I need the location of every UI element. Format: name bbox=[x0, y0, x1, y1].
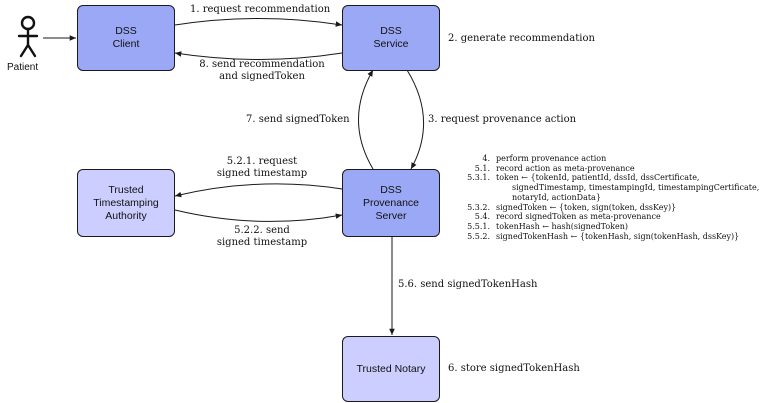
label-line: and signedToken bbox=[219, 71, 305, 82]
node-label-line: DSS bbox=[115, 25, 137, 37]
label-request-signed-timestamp: 5.2.1. request signed timestamp bbox=[204, 156, 320, 180]
node-label-line: Server bbox=[375, 209, 407, 222]
label-line: signed timestamp bbox=[216, 237, 308, 248]
edge-send-recommendation bbox=[174, 51, 343, 60]
label-line: 5.2.2. send bbox=[234, 225, 290, 236]
label-line: 8. send recommendation bbox=[199, 59, 325, 70]
label-request-recommendation: 1. request recommendation bbox=[190, 4, 331, 15]
step-item: 5.5.2.signedTokenHash ← {tokenHash, sign… bbox=[467, 231, 740, 241]
step-item: 5.1.record action as meta-provenance bbox=[474, 163, 635, 173]
step-item: 5.4.record signedToken as meta-provenanc… bbox=[474, 212, 661, 222]
edge-send-signed-token bbox=[358, 69, 374, 170]
dss-provenance-server-node[interactable]: DSS Provenance Server bbox=[342, 169, 440, 237]
patient-label: Patient bbox=[7, 62, 39, 73]
edge-request-recommendation bbox=[174, 18, 343, 27]
edge-request-provenance-action bbox=[406, 69, 425, 170]
edge-send-signed-timestamp bbox=[174, 209, 343, 222]
label-line: signed timestamp bbox=[216, 168, 308, 179]
dss-client-node[interactable]: DSS Client bbox=[77, 5, 175, 71]
node-label-line: Trusted Notary bbox=[356, 362, 426, 375]
label-send-signed-token: 7. send signedToken bbox=[246, 114, 350, 125]
label-line: 5.2.1. request bbox=[226, 156, 298, 167]
patient-icon bbox=[17, 15, 39, 58]
node-label-line: DSS bbox=[380, 25, 402, 37]
label-request-provenance-action: 3. request provenance action bbox=[428, 114, 577, 125]
step-item: 5.5.1.tokenHash ← hash(signedToken) bbox=[467, 221, 629, 231]
step-item: 5.3.1. token ← {tokenId, patientId, dssI… bbox=[467, 173, 760, 202]
label-send-recommendation: 8. send recommendation and signedToken bbox=[196, 59, 328, 83]
node-label-line: Provenance bbox=[362, 196, 420, 209]
trusted-notary-node[interactable]: Trusted Notary bbox=[342, 336, 440, 402]
label-store-signed-token-hash: 6. store signedTokenHash bbox=[448, 363, 580, 374]
node-label-line: Service bbox=[373, 38, 409, 50]
step-item: 4.perform provenance action bbox=[482, 154, 607, 163]
trusted-timestamping-authority-node[interactable]: Trusted Timestamping Authority bbox=[77, 169, 175, 237]
node-label-line: Trusted bbox=[108, 183, 144, 196]
label-generate-recommendation: 2. generate recommendation bbox=[448, 33, 595, 44]
provenance-steps-list: 4.perform provenance action 5.1.record a… bbox=[466, 154, 759, 241]
node-label-line: DSS bbox=[380, 183, 402, 196]
node-label-line: Timestamping bbox=[93, 196, 159, 209]
step-item: 5.3.2.signedToken ← {token, sign(token, … bbox=[467, 202, 677, 212]
edge-request-signed-timestamp bbox=[174, 183, 343, 198]
label-send-signed-token-hash: 5.6. send signedTokenHash bbox=[398, 279, 538, 290]
label-send-signed-timestamp: 5.2.2. send signed timestamp bbox=[204, 225, 320, 249]
dss-service-node[interactable]: DSS Service bbox=[342, 5, 440, 71]
node-label-line: Authority bbox=[105, 209, 147, 222]
node-label-line: Client bbox=[112, 38, 140, 50]
